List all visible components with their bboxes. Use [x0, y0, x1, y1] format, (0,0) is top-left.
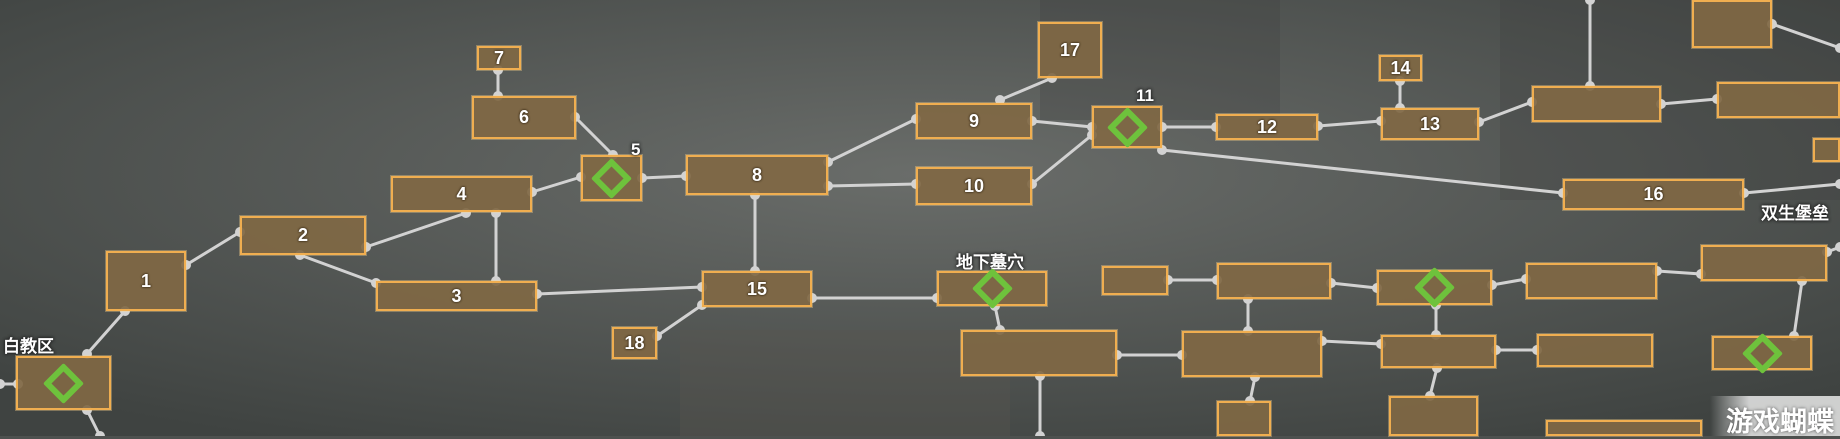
- connector-line: [531, 175, 582, 194]
- connector-line: [1478, 100, 1533, 124]
- room-7[interactable]: 7: [477, 46, 521, 70]
- room-13[interactable]: 13: [1381, 108, 1479, 140]
- room-unnamed[interactable]: [1526, 263, 1657, 299]
- save-point-icon: [590, 157, 633, 199]
- watermark-text: 游戏蝴蝶: [1726, 407, 1834, 438]
- connector-node: [1035, 431, 1045, 436]
- connector-node: [1835, 242, 1840, 252]
- connector-line: [536, 285, 703, 296]
- connector-line: [827, 182, 917, 188]
- connector-node: [1835, 179, 1840, 189]
- connector-line: [1743, 182, 1840, 195]
- save-point-icon: [1106, 106, 1148, 148]
- connector-line: [1031, 119, 1093, 129]
- connector-line: [656, 303, 703, 338]
- connector-line: [1321, 339, 1382, 346]
- room-label-5: 5: [631, 140, 641, 159]
- connector-line: [827, 117, 917, 164]
- room-unnamed[interactable]: [1381, 335, 1496, 368]
- connector-node: [0, 379, 5, 389]
- room-unnamed[interactable]: [1102, 266, 1168, 295]
- room-2[interactable]: 2: [240, 216, 366, 255]
- save-room-catacombs[interactable]: [937, 267, 1047, 310]
- connector-line: [299, 253, 377, 285]
- connector-line: [1656, 269, 1702, 276]
- connector-line: [85, 310, 127, 355]
- connector-line: [999, 76, 1053, 102]
- save-point-icon: [971, 267, 1013, 310]
- room-6[interactable]: 6: [472, 96, 576, 139]
- room-unnamed[interactable]: [1389, 396, 1478, 436]
- connector-line: [365, 211, 467, 249]
- connector-line: [641, 174, 687, 180]
- room-unnamed[interactable]: [1182, 331, 1322, 377]
- save-room-5[interactable]: [581, 155, 642, 201]
- room-unnamed[interactable]: [1546, 420, 1702, 436]
- room-9[interactable]: 9: [916, 103, 1032, 139]
- room-4[interactable]: 4: [391, 176, 532, 212]
- area-label-catacombs: 地下墓穴: [956, 253, 1024, 272]
- area-label-twin-fortress: 双生堡垒: [1761, 204, 1829, 223]
- connector-line: [185, 230, 241, 267]
- connector-line: [1491, 277, 1527, 287]
- save-point-icon: [42, 362, 85, 404]
- room-unnamed[interactable]: [1217, 263, 1331, 299]
- save-room-11[interactable]: [1092, 106, 1162, 148]
- save-point-icon: [1413, 266, 1456, 309]
- connector-node: [1585, 0, 1595, 5]
- room-unnamed[interactable]: [1717, 82, 1840, 118]
- room-label-11: 11: [1136, 86, 1154, 105]
- connector-line: [1161, 148, 1564, 195]
- room-unnamed[interactable]: [1701, 245, 1827, 281]
- room-17[interactable]: 17: [1038, 22, 1102, 78]
- room-10[interactable]: 10: [916, 167, 1032, 205]
- room-unnamed[interactable]: [1532, 86, 1661, 122]
- room-unnamed[interactable]: [961, 330, 1117, 376]
- room-15[interactable]: 15: [702, 271, 812, 307]
- connector-line: [1660, 97, 1718, 106]
- connector-line: [1792, 280, 1804, 337]
- room-1[interactable]: 1: [106, 251, 186, 311]
- room-16[interactable]: 16: [1563, 179, 1744, 210]
- room-unnamed[interactable]: [1217, 401, 1271, 436]
- room-14[interactable]: 14: [1379, 55, 1422, 81]
- room-unnamed[interactable]: [1813, 138, 1840, 162]
- connector-line: [573, 115, 615, 157]
- room-unnamed[interactable]: [1537, 334, 1653, 367]
- connector-node: [95, 431, 105, 436]
- connector-line: [1330, 281, 1378, 290]
- save-room-east[interactable]: [1377, 266, 1492, 309]
- room-12[interactable]: 12: [1216, 114, 1318, 140]
- connector-node: [995, 95, 1005, 105]
- room-unnamed[interactable]: [1692, 0, 1772, 48]
- watermark: 游戏蝴蝶: [1710, 396, 1840, 438]
- room-3[interactable]: 3: [376, 281, 537, 311]
- save-room-baijiao[interactable]: [16, 356, 111, 410]
- room-8[interactable]: 8: [686, 155, 828, 195]
- area-label-baijiao: 白教区: [3, 337, 54, 356]
- save-point-icon: [1741, 332, 1783, 374]
- connector-line: [1771, 22, 1840, 50]
- save-room-far-east[interactable]: [1712, 332, 1812, 374]
- room-18[interactable]: 18: [612, 327, 657, 359]
- connector-line: [1317, 119, 1382, 128]
- connector-node: [1835, 43, 1840, 53]
- connector-line: [1031, 133, 1093, 186]
